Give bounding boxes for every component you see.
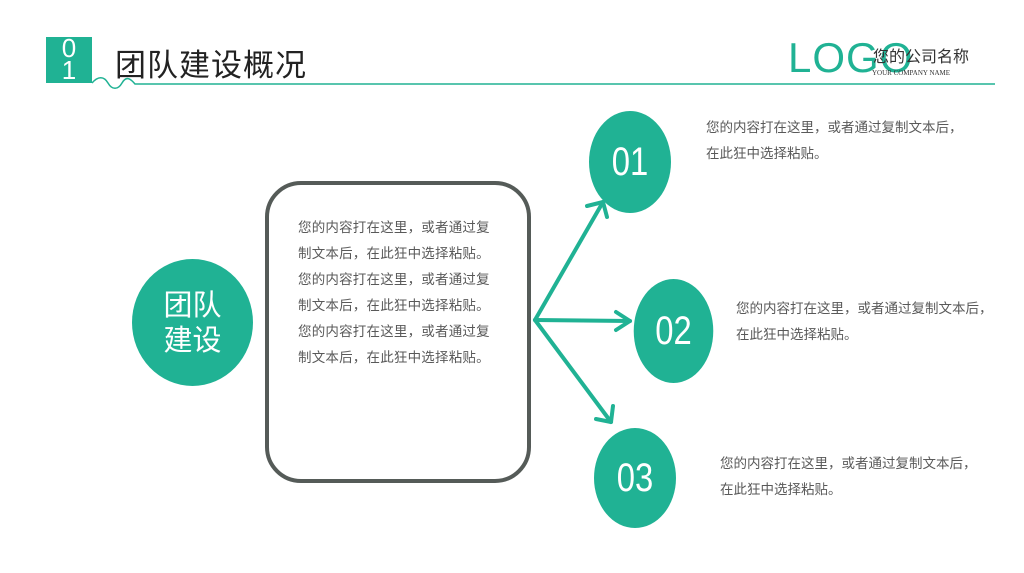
arrow-head-3 [594,404,615,424]
content-box-text: 您的内容打在这里，或者通过复制文本后，在此狂中选择粘贴。您的内容打在这里，或者通… [298,215,498,371]
item-description-01: 您的内容打在这里，或者通过复制文本后，在此狂中选择粘贴。 [706,120,963,162]
company-name: 您的公司名称 [873,47,970,66]
section-number-tab: 01 [46,37,92,83]
arrow-head-2 [614,310,632,332]
arrow-line-3 [533,318,613,424]
arrow-head-1 [585,200,609,219]
number-circle-01: 01 [589,111,671,213]
section-number: 01 [61,37,77,83]
arrow-line-1 [533,200,605,322]
content-paragraph: 您的内容打在这里，或者通过复制文本后，在此狂中选择粘贴。 [298,324,490,366]
number-circle-03: 03 [594,428,676,528]
item-description-03: 您的内容打在这里，或者通过复制文本后，在此狂中选择粘贴。 [720,456,977,498]
content-box [265,181,531,483]
team-circle-label: 团队建设 [163,287,222,357]
number-circle-02: 02 [633,279,714,383]
team-circle: 团队建设 [132,259,253,386]
item-description-02: 您的内容打在这里，或者通过复制文本后，在此狂中选择粘贴。 [736,301,993,343]
content-paragraph: 您的内容打在这里，或者通过复制文本后，在此狂中选择粘贴。您的内容打在这里，或者通… [298,220,490,314]
arrow-line-2 [533,318,632,323]
title-underline-wave [91,77,995,89]
slide-title: 团队建设概况 [115,48,307,84]
company-name-en: YOUR COMPANY NAME [872,69,951,77]
logo: LOGO [788,34,914,81]
